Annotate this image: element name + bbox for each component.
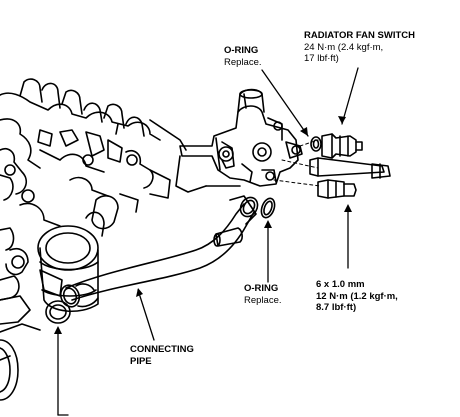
oring-mid-title: O-RING bbox=[244, 283, 279, 294]
label-oring-mid: O-RING Replace. bbox=[244, 283, 282, 306]
fan-switch-torque-1: 24 N·m (2.4 kgf·m, bbox=[304, 41, 384, 53]
thermostat-housing bbox=[175, 88, 321, 193]
oring-top-title: O-RING bbox=[224, 45, 259, 56]
fan-switch-torque-2: 17 lbf·ft) bbox=[304, 53, 339, 64]
label-oring-top: O-RING Replace. bbox=[224, 45, 262, 68]
oring-middle bbox=[260, 197, 276, 219]
engine-block bbox=[0, 78, 187, 361]
arrow-heads bbox=[54, 116, 352, 334]
connecting-pipe bbox=[59, 195, 259, 308]
oring-mid-note: Replace. bbox=[244, 294, 282, 306]
label-bolt: 6 x 1.0 mm 12 N·m (1.2 kgf·m, 8.7 lbf·ft… bbox=[316, 279, 398, 314]
gasket-bottom bbox=[0, 339, 19, 401]
oring-top-note: Replace. bbox=[224, 56, 262, 68]
fan-switch-title: RADIATOR FAN SWITCH bbox=[304, 30, 416, 41]
fan-switch-parts bbox=[309, 133, 391, 199]
pipe-title-2: PIPE bbox=[130, 355, 152, 367]
label-radiator-fan-switch: RADIATOR FAN SWITCH 24 N·m (2.4 kgf·m, 1… bbox=[304, 30, 415, 65]
bolt-torque-1: 12 N·m (1.2 kgf·m, bbox=[316, 290, 398, 302]
leader-lines bbox=[57, 67, 359, 416]
bolt-torque-2: 8.7 lbf·ft) bbox=[316, 302, 357, 313]
pipe-title: CONNECTING bbox=[130, 344, 194, 355]
label-connecting-pipe: CONNECTING PIPE bbox=[130, 344, 194, 367]
bolt-size: 6 x 1.0 mm bbox=[316, 279, 365, 290]
oring-lower bbox=[45, 300, 71, 324]
